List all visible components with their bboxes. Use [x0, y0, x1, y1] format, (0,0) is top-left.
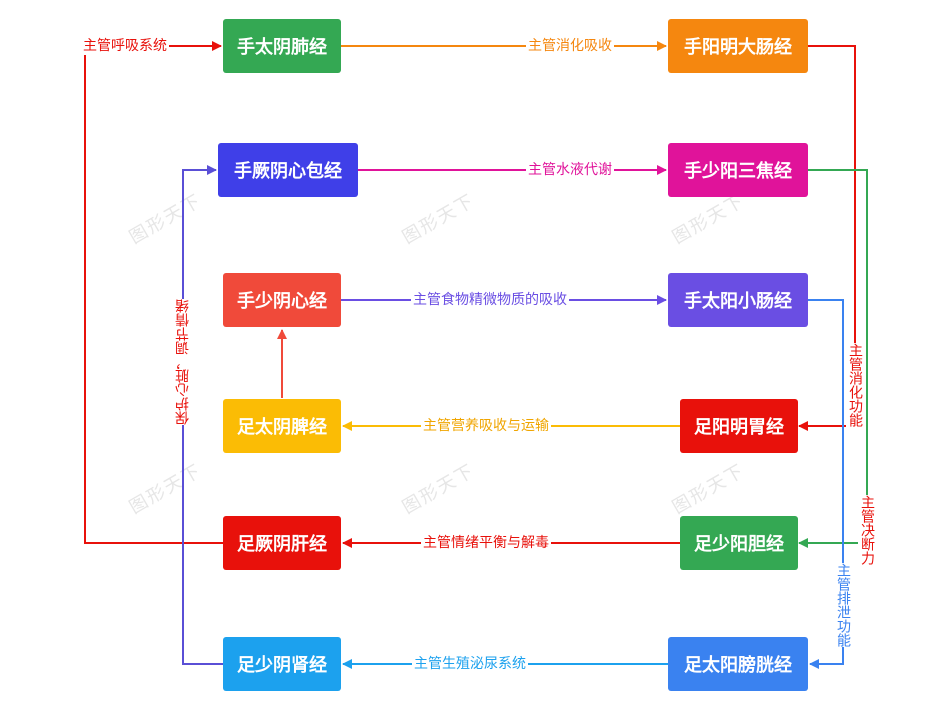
node-stomach-meridian: 足阳明胃经	[680, 399, 798, 453]
edge-label-food-absorption: 主管食物精微物质的吸收	[411, 291, 569, 309]
edge-label-reproductive-urinary: 主管生殖泌尿系统	[412, 655, 528, 673]
node-heart-meridian: 手少阴心经	[223, 273, 341, 327]
edge-small-intestine-bladder	[808, 299, 844, 669]
edge-liver-lung	[84, 41, 223, 544]
edge-label-nutrient-transport: 主管营养吸收与运输	[421, 417, 551, 435]
node-gallbladder-meridian: 足少阳胆经	[680, 516, 798, 570]
node-small-intestine-meridian: 手太阳小肠经	[668, 273, 808, 327]
node-bladder-meridian: 足太阳膀胱经	[668, 637, 808, 691]
node-spleen-meridian: 足太阴脾经	[223, 399, 341, 453]
edge-label-water-metabolism: 主管水液代谢	[526, 161, 614, 179]
edge-large-intestine-stomach	[798, 45, 856, 431]
node-sanjiao-meridian: 手少阳三焦经	[668, 143, 808, 197]
node-lung-meridian: 手太阴肺经	[223, 19, 341, 73]
edge-label-emotion-detox: 主管情绪平衡与解毒	[421, 534, 551, 552]
edge-label-respiratory: 主管呼吸系统	[81, 37, 169, 55]
edge-sanjiao-gallbladder	[798, 169, 868, 548]
edge-label-digestive-function: 主管消化功能	[846, 343, 864, 427]
node-kidney-meridian: 足少阴肾经	[223, 637, 341, 691]
node-pericardium-meridian: 手厥阴心包经	[218, 143, 358, 197]
edge-label-decision: 主管决断力	[858, 495, 876, 565]
node-liver-meridian: 足厥阴肝经	[223, 516, 341, 570]
edge-label-excretion: 主管排泄功能	[834, 563, 852, 647]
node-large-intestine-meridian: 手阳明大肠经	[668, 19, 808, 73]
edge-label-digestion-absorption: 主管消化吸收	[526, 37, 614, 55]
edge-label-protect-heart: 保护心脏，调节情绪	[174, 299, 192, 425]
